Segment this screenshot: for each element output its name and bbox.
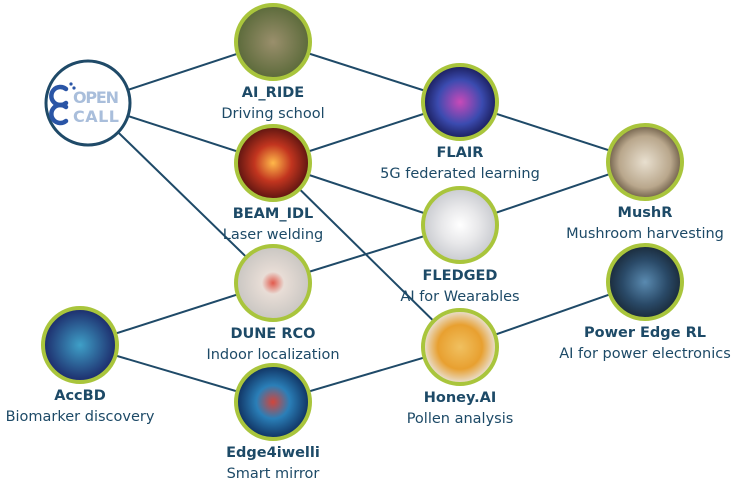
node-subtitle: Pollen analysis <box>406 411 514 427</box>
human-figure-data-image <box>41 306 119 384</box>
node-subtitle: AI for Wearables <box>400 289 520 305</box>
node-label-fledged: FLEDGED AI for Wearables <box>400 266 519 308</box>
honey-microscope-image <box>421 308 499 386</box>
node-subtitle: Indoor localization <box>206 347 340 363</box>
node-title: Power Edge RL <box>584 325 706 341</box>
node-title: MushR <box>617 205 673 221</box>
mushrooms-image <box>606 123 684 201</box>
node-subtitle: Smart mirror <box>226 466 320 482</box>
node-label-honey_ai: Honey.AI Pollen analysis <box>407 388 514 430</box>
node-label-mushr: MushR Mushroom harvesting <box>566 203 724 245</box>
node-subtitle: Mushroom harvesting <box>566 226 724 242</box>
node-label-accbd: AccBD Biomarker discovery <box>6 386 155 428</box>
heart-body-scan-image <box>234 363 312 441</box>
node-label-dune_rco: DUNE RCO Indoor localization <box>206 324 339 366</box>
node-subtitle: Laser welding <box>222 227 324 243</box>
circuit-board-image <box>606 243 684 321</box>
driving-map-image <box>234 3 312 81</box>
node-subtitle: AI for power electronics <box>559 346 731 362</box>
node-title: AccBD <box>54 388 106 404</box>
node-subtitle: 5G federated learning <box>380 166 540 182</box>
5g-network-image <box>421 63 499 141</box>
floor-plan-image <box>234 244 312 322</box>
node-label-flair: FLAIR 5G federated learning <box>380 143 540 185</box>
node-title: Honey.AI <box>423 390 497 406</box>
node-title: FLEDGED <box>422 268 498 284</box>
node-label-power_edge_rl: Power Edge RL AI for power electronics <box>559 323 731 365</box>
node-label-ai_ride: AI_RIDE Driving school <box>221 83 324 125</box>
wearable-device-image <box>421 186 499 264</box>
node-subtitle: Driving school <box>221 106 325 122</box>
node-label-beam_idl: BEAM_IDL Laser welding <box>223 204 323 246</box>
svg-text:CALL: CALL <box>73 107 119 126</box>
node-title: AI_RIDE <box>241 85 305 101</box>
svg-text:OPEN: OPEN <box>73 88 119 107</box>
node-title: Edge4iwelli <box>226 445 320 461</box>
node-title: FLAIR <box>436 145 484 161</box>
node-title: BEAM_IDL <box>232 206 314 222</box>
open-call-logo: OPEN CALL <box>44 59 132 147</box>
node-title: DUNE RCO <box>230 326 316 342</box>
node-subtitle: Biomarker discovery <box>5 409 155 425</box>
laser-welding-image <box>234 124 312 202</box>
